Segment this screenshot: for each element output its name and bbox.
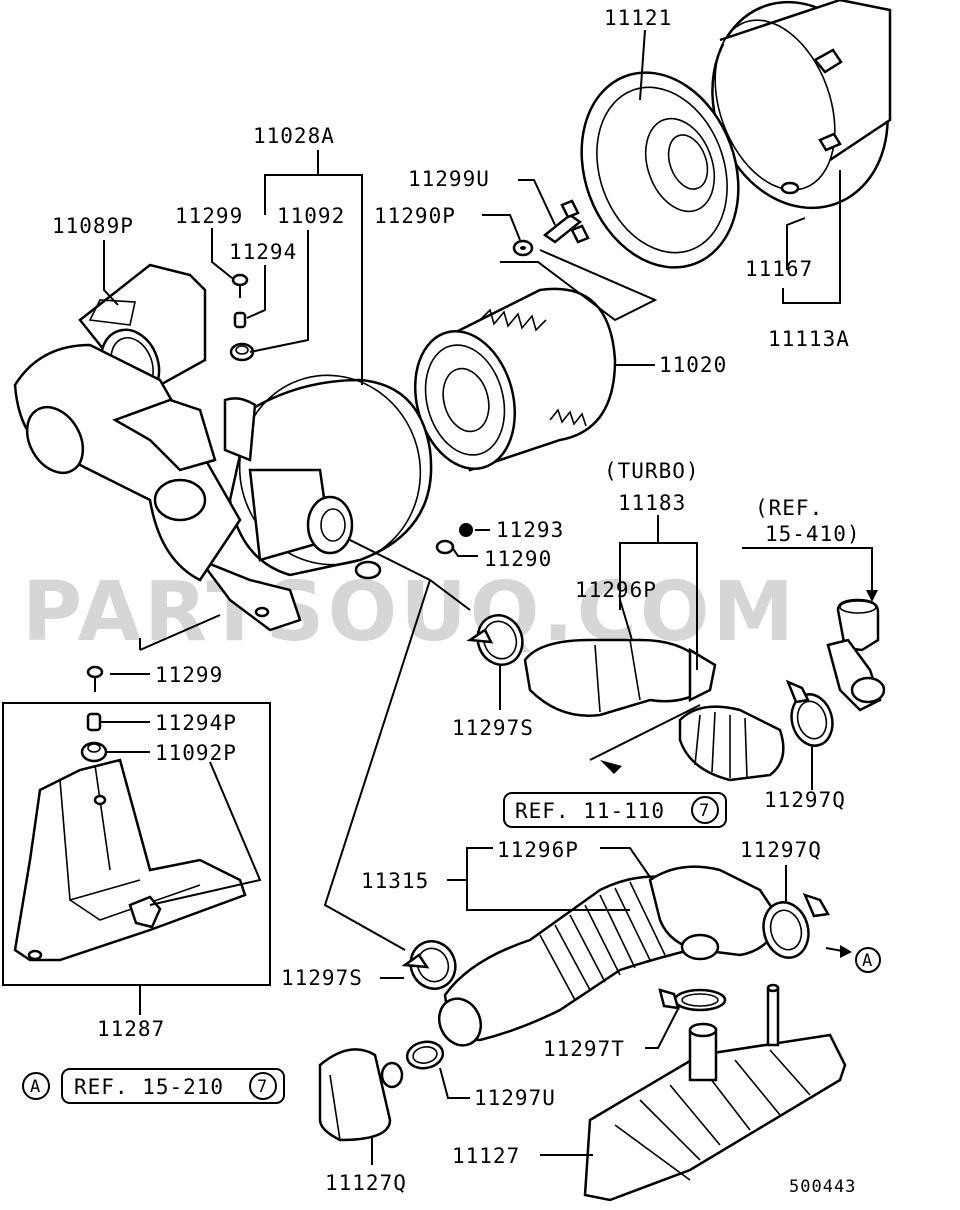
nut-11293 <box>459 523 473 537</box>
label-11287: 11287 <box>97 1017 165 1041</box>
label-11127: 11127 <box>452 1144 520 1168</box>
drawing-number: 500443 <box>789 1177 856 1197</box>
callout-a-left: A <box>30 1077 41 1097</box>
turbo-hose-assembly <box>523 638 785 782</box>
label-11299-top: 11299 <box>175 204 243 228</box>
ref-11-110-box <box>503 792 727 828</box>
callout-a-left-circle <box>22 1072 50 1100</box>
washer-hole <box>520 246 526 250</box>
inlet-duct <box>13 263 242 582</box>
spacer-11294P <box>86 712 102 732</box>
ref-15-210-box <box>61 1068 285 1104</box>
bracket-box <box>2 702 271 986</box>
note-ref-15-410-line2: 15-410) <box>765 522 861 546</box>
resonator-11127 <box>583 983 847 1202</box>
washer-11290 <box>435 539 455 555</box>
element-housing-ring <box>580 71 740 269</box>
hose-clamp-11297Q-top <box>785 679 834 747</box>
leader-lines <box>100 29 878 1165</box>
label-11299U: 11299U <box>408 167 490 191</box>
label-11297Q-top: 11297Q <box>764 788 846 812</box>
label-11092P: 11092P <box>155 741 237 765</box>
label-11297T: 11297T <box>543 1037 625 1061</box>
ref-15-210-circle <box>249 1072 277 1100</box>
note-ref-11-110-circle: 7 <box>699 801 710 821</box>
callout-a-circle <box>855 947 881 973</box>
turbo-inlet-pipe <box>826 598 886 712</box>
label-11290: 11290 <box>484 547 552 571</box>
hose-clamp-11297S-top <box>466 614 524 666</box>
hose-clamp-11297Q-bottom <box>762 892 830 959</box>
label-11113A: 11113A <box>768 327 850 351</box>
label-11294: 11294 <box>229 240 297 264</box>
resonator-11127Q <box>318 1048 404 1142</box>
label-11183: 11183 <box>618 491 686 515</box>
intake-hose-assembly <box>437 865 782 1047</box>
air-cleaner-cover <box>711 0 892 210</box>
hose-clamp-11297S-bottom <box>401 940 457 990</box>
label-11297S-top: 11297S <box>452 716 534 740</box>
label-11296P-bottom: 11296P <box>497 838 579 862</box>
hose-clamp-11297U <box>405 1040 445 1070</box>
label-11297U: 11297U <box>474 1086 556 1110</box>
bolt-11299-mid <box>86 665 104 692</box>
label-11294P: 11294P <box>155 711 237 735</box>
label-11089P: 11089P <box>52 214 134 238</box>
grommet-11092 <box>229 342 255 362</box>
note-ref-11-110: REF. 11-110 <box>515 799 665 823</box>
label-11297S-bottom: 11297S <box>281 966 363 990</box>
label-11293: 11293 <box>496 518 564 542</box>
spacer-11294 <box>233 311 247 329</box>
note-turbo: (TURBO) <box>604 459 700 483</box>
label-11127Q: 11127Q <box>325 1171 407 1195</box>
grommet-11092P <box>80 741 108 763</box>
bracket-11287 <box>13 758 247 962</box>
label-11315: 11315 <box>361 869 429 893</box>
air-cleaner-body <box>196 374 433 632</box>
air-filter-element <box>413 287 617 472</box>
note-ref-15-410-line1: (REF. <box>755 496 823 520</box>
label-11092: 11092 <box>277 204 345 228</box>
ref-11-110-circle <box>691 796 719 824</box>
label-11167: 11167 <box>745 257 813 281</box>
bolt-11299-top <box>231 273 249 298</box>
label-11020: 11020 <box>659 353 727 377</box>
note-ref-15-210-circle: 7 <box>257 1077 268 1097</box>
note-ref-15-210: REF. 15-210 <box>74 1075 224 1099</box>
wing-nut <box>542 199 590 244</box>
label-11299-mid: 11299 <box>155 663 223 687</box>
label-11028A: 11028A <box>253 124 335 148</box>
label-11121: 11121 <box>604 6 672 30</box>
callout-a: A <box>862 951 873 971</box>
label-11297Q-bottom: 11297Q <box>740 838 822 862</box>
label-11290P: 11290P <box>374 204 456 228</box>
hose-clamp-11297T <box>658 988 727 1012</box>
label-11296P-top: 11296P <box>575 578 657 602</box>
